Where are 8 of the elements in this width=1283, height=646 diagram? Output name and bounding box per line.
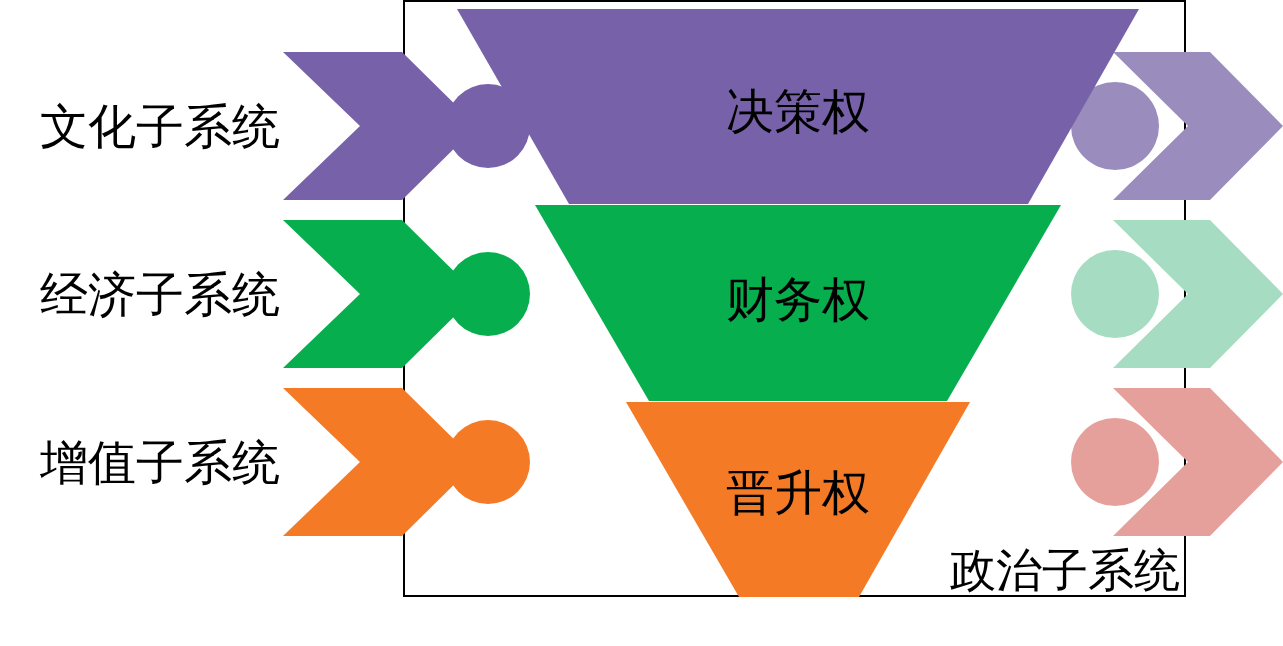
node-label: 增值子系统 [40,438,280,486]
node-label: 文化子系统 [40,102,280,150]
node-label: 财务权 [725,275,871,323]
node-label: 经济子系统 [40,270,280,318]
node-label: 晋升权 [725,468,871,516]
node-label: 决策权 [725,87,871,135]
node-label: 政治子系统 [950,547,1180,593]
system-frame [403,0,1186,597]
